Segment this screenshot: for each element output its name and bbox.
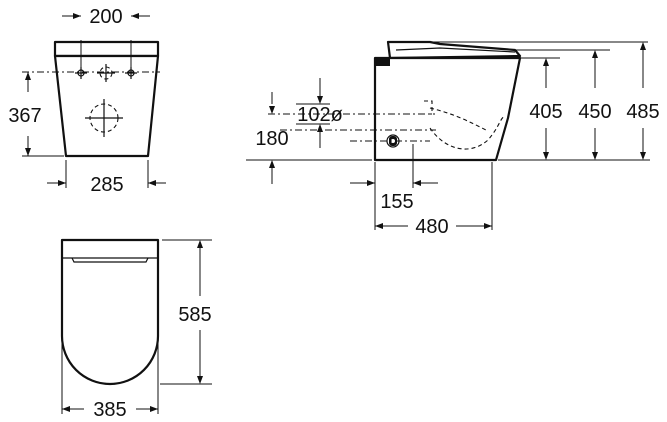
fixing-hole-center [97, 64, 115, 82]
fixing-hole-left [75, 67, 87, 79]
dim-top-length: 585 [178, 304, 211, 326]
dim-front-base-width: 285 [90, 174, 123, 196]
dim-side-height-485: 485 [626, 101, 659, 123]
top-view: 585 385 [60, 238, 212, 421]
dim-top-width: 385 [93, 399, 126, 421]
fixing-hole-right [125, 67, 137, 79]
dim-front-hole-spacing: 200 [89, 6, 122, 28]
front-view: 200 367 285 [8, 6, 166, 196]
dim-side-depth: 480 [415, 216, 448, 238]
side-view: 102ø 180 405 450 485 155 48 [246, 40, 660, 238]
dim-side-offset: 155 [380, 191, 413, 213]
dim-front-height: 367 [8, 105, 41, 127]
dim-side-inlet: 102ø [297, 104, 343, 126]
dim-side-height-405: 405 [529, 101, 562, 123]
dim-side-height-450: 450 [578, 101, 611, 123]
outlet-circle [85, 99, 123, 137]
dim-side-outlet-height: 180 [255, 128, 288, 150]
